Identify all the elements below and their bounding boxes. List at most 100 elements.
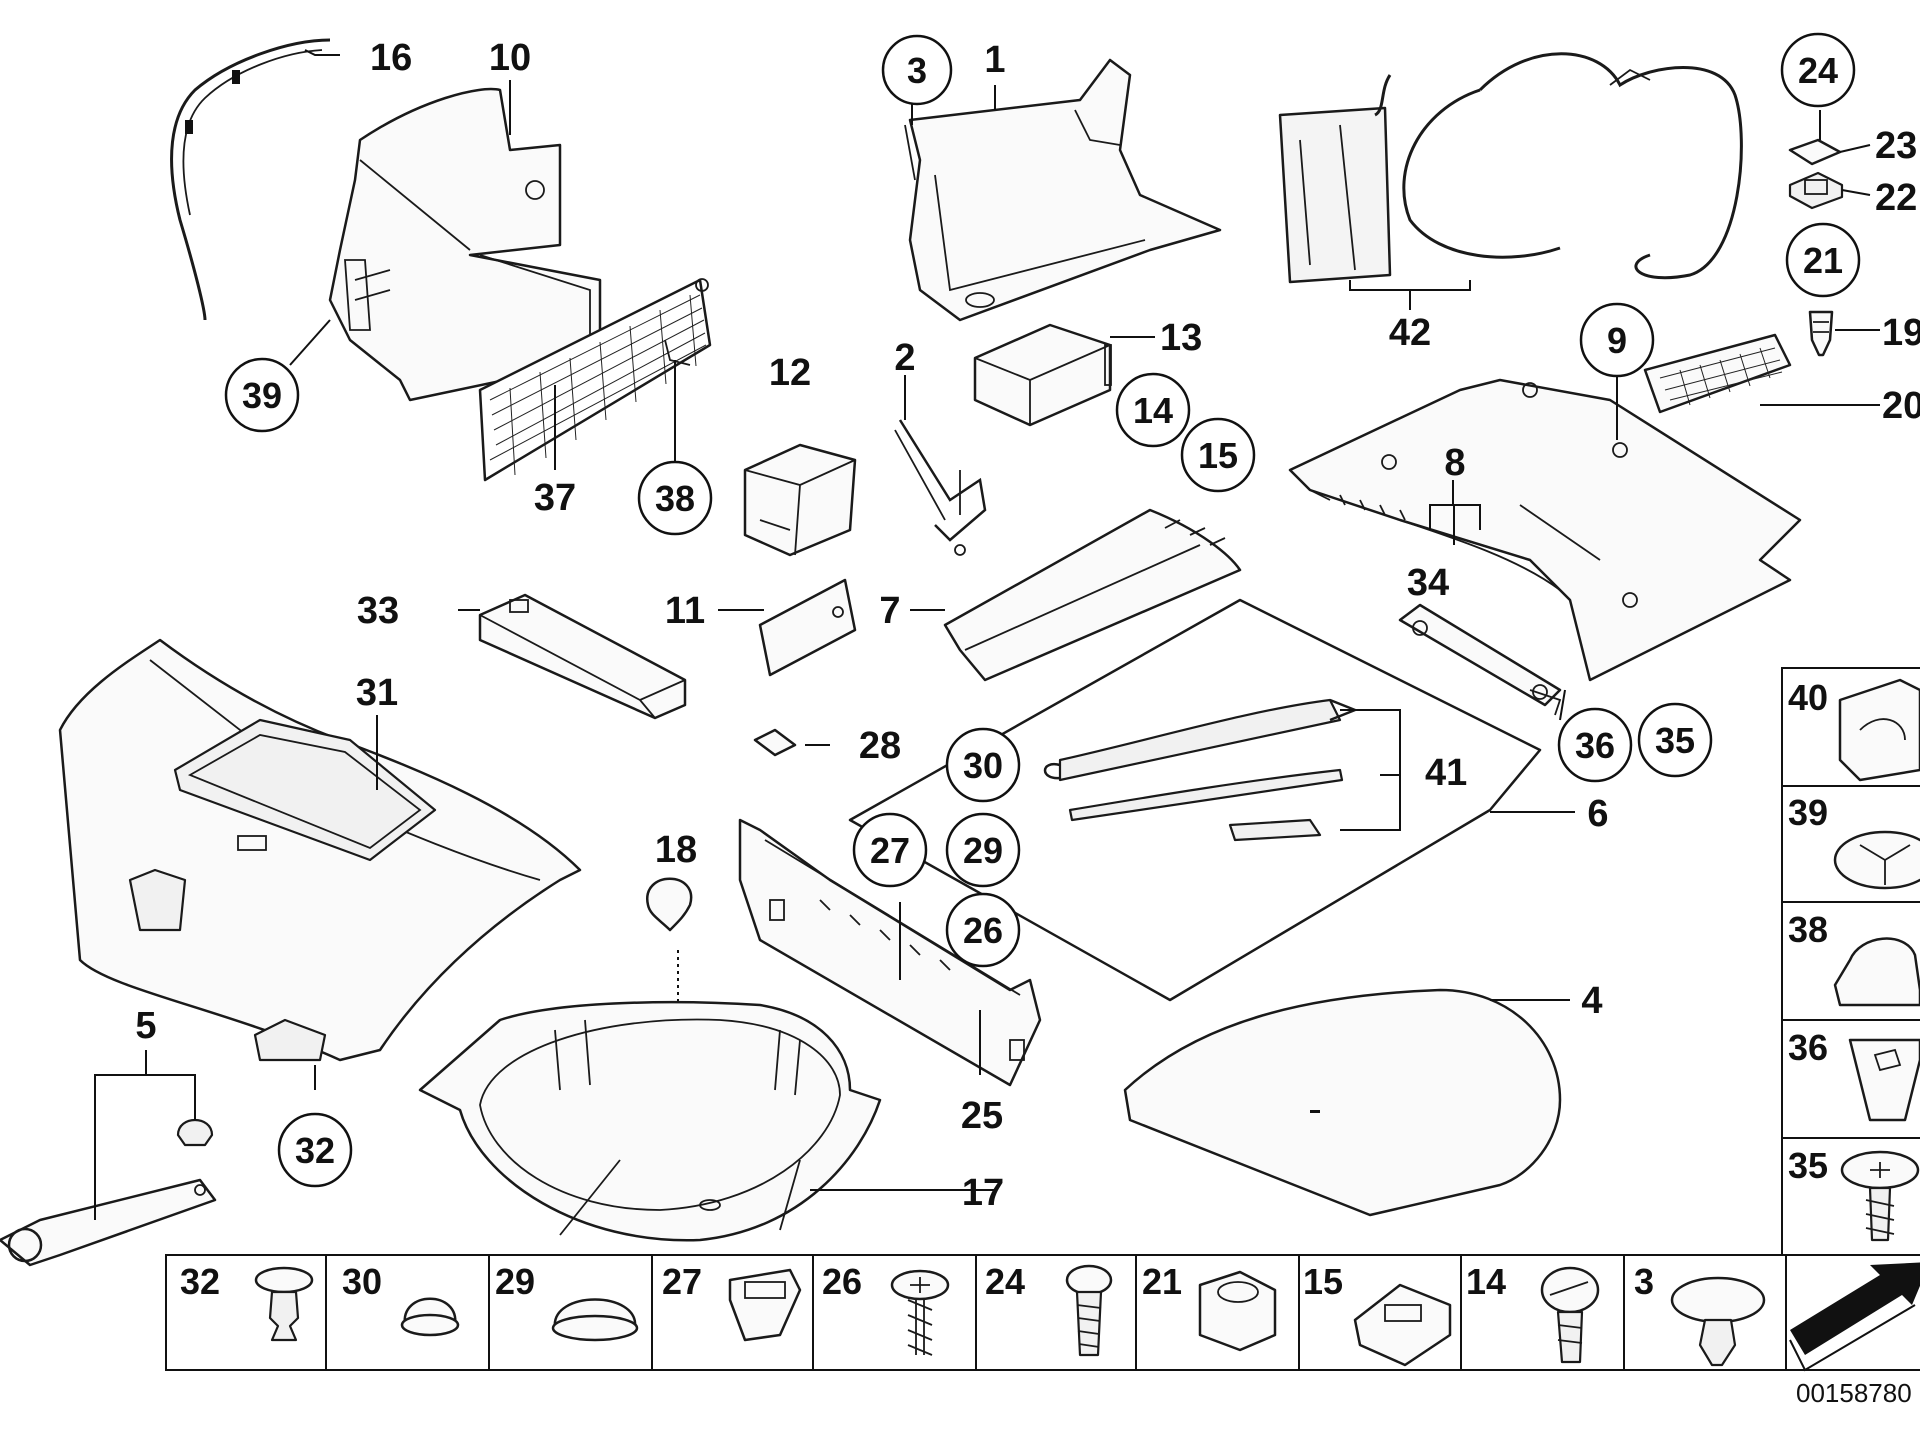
side-label-39: 39 [1788, 792, 1828, 833]
svg-text:26: 26 [963, 910, 1003, 951]
callout-6: 6 [1587, 793, 1608, 835]
part-28-tag [753, 728, 797, 757]
part-23-clip [1788, 138, 1844, 210]
callout-7: 7 [879, 590, 900, 632]
side-label-38: 38 [1788, 909, 1828, 950]
diagram-id: 00158780 [1796, 1378, 1912, 1408]
part-31-rear-panel [58, 638, 582, 1062]
callout-17: 17 [962, 1172, 1004, 1214]
leader-lines [94, 49, 1880, 1220]
svg-text:30: 30 [963, 745, 1003, 786]
part-1-side-trim [904, 58, 1222, 322]
part-2-bracket [894, 419, 987, 556]
callout-34: 34 [1407, 562, 1449, 604]
callout-11: 11 [665, 590, 705, 632]
callout-28: 28 [859, 725, 901, 767]
svg-text:38: 38 [655, 478, 695, 519]
svg-text:29: 29 [963, 830, 1003, 871]
part-10-side-trim [328, 87, 602, 402]
strip-label-3: 3 [1634, 1261, 1654, 1302]
callout-12: 12 [769, 352, 811, 394]
strip-label-15: 15 [1303, 1261, 1343, 1302]
strip-label-29: 29 [495, 1261, 535, 1302]
svg-text:9: 9 [1607, 320, 1627, 361]
side-label-35: 35 [1788, 1145, 1828, 1186]
callout-4: 4 [1581, 980, 1602, 1022]
svg-text:15: 15 [1198, 435, 1238, 476]
strip-label-21: 21 [1142, 1261, 1182, 1302]
part-38-bracket [664, 339, 691, 366]
part-5-strap [0, 1119, 217, 1267]
callout-circle-21: 21 [1785, 222, 1861, 298]
callout-22: 22 [1875, 177, 1917, 219]
svg-text:36: 36 [1575, 725, 1615, 766]
callout-circle-35: 35 [1637, 702, 1713, 778]
part-33-foam-block [478, 593, 687, 720]
part-37-cargo-net [478, 278, 712, 482]
part-16-wiring [170, 38, 331, 321]
callout-42: 42 [1389, 312, 1431, 354]
svg-text:35: 35 [1655, 720, 1695, 761]
part-34-bar [1398, 603, 1562, 707]
part-25-loading-sill [738, 818, 1042, 1087]
callout-16: 16 [370, 37, 412, 79]
svg-text:24: 24 [1798, 50, 1838, 91]
callout-circle-27: 27 [852, 812, 928, 888]
svg-text:3: 3 [907, 50, 927, 91]
callout-circle-38: 38 [637, 460, 713, 536]
callout-33: 33 [357, 590, 399, 632]
callout-circle-29: 29 [945, 812, 1021, 888]
strip-label-24: 24 [985, 1261, 1025, 1302]
callout-circle-9: 9 [1579, 302, 1655, 378]
callout-19: 19 [1882, 312, 1920, 354]
svg-text:32: 32 [295, 1130, 335, 1171]
svg-text:39: 39 [242, 375, 282, 416]
callout-5: 5 [135, 1005, 156, 1047]
side-fastener-panel: 40 39 38 36 35 [1781, 667, 1920, 1257]
svg-text:14: 14 [1133, 390, 1173, 431]
callout-37: 37 [534, 477, 576, 519]
part-41-straps [1043, 698, 1359, 842]
part-20-grille [1643, 333, 1792, 414]
callout-23: 23 [1875, 125, 1917, 167]
strip-label-27: 27 [662, 1261, 702, 1302]
callout-labels: 16 10 1 13 2 12 37 42 23 22 19 20 8 34 3… [135, 32, 1920, 1214]
callout-circle-36: 36 [1557, 707, 1633, 783]
callout-2: 2 [894, 337, 915, 379]
callout-1: 1 [984, 39, 1005, 81]
side-label-36: 36 [1788, 1027, 1828, 1068]
callout-circle-32: 32 [277, 1112, 353, 1188]
part-12-bin [743, 443, 857, 557]
callout-20: 20 [1882, 385, 1920, 427]
part-7-sill-trim [943, 508, 1242, 682]
callout-13: 13 [1160, 317, 1202, 359]
svg-text:21: 21 [1803, 240, 1843, 281]
part-19-screw [1808, 310, 1834, 357]
bottom-fastener-strip: 32 30 29 27 26 24 21 15 14 3 [165, 1254, 1920, 1372]
strip-label-32: 32 [180, 1261, 220, 1302]
callout-circle-26: 26 [945, 892, 1021, 968]
svg-text:27: 27 [870, 830, 910, 871]
callout-10: 10 [489, 37, 531, 79]
callout-circle-39: 39 [224, 357, 300, 433]
part-17-wheel-well [418, 1000, 882, 1242]
part-13-box [973, 323, 1112, 427]
callout-8: 8 [1444, 442, 1465, 484]
strip-label-14: 14 [1466, 1261, 1506, 1302]
strip-label-30: 30 [342, 1261, 382, 1302]
callout-circle-15: 15 [1180, 417, 1256, 493]
callout-circle-14: 14 [1115, 372, 1191, 448]
callout-41: 41 [1425, 752, 1467, 794]
callout-circle-24: 24 [1780, 32, 1856, 108]
callout-18: 18 [655, 829, 697, 871]
part-42-kit [1278, 52, 1743, 284]
part-4-cover [1123, 988, 1562, 1217]
part-11-card [758, 578, 857, 677]
side-label-40: 40 [1788, 677, 1828, 718]
callout-25: 25 [961, 1095, 1003, 1137]
callout-31: 31 [356, 672, 398, 714]
callout-circle-30: 30 [945, 727, 1021, 803]
part-36-clip-drawing [1529, 689, 1562, 716]
arrow-icon [1790, 1262, 1920, 1355]
